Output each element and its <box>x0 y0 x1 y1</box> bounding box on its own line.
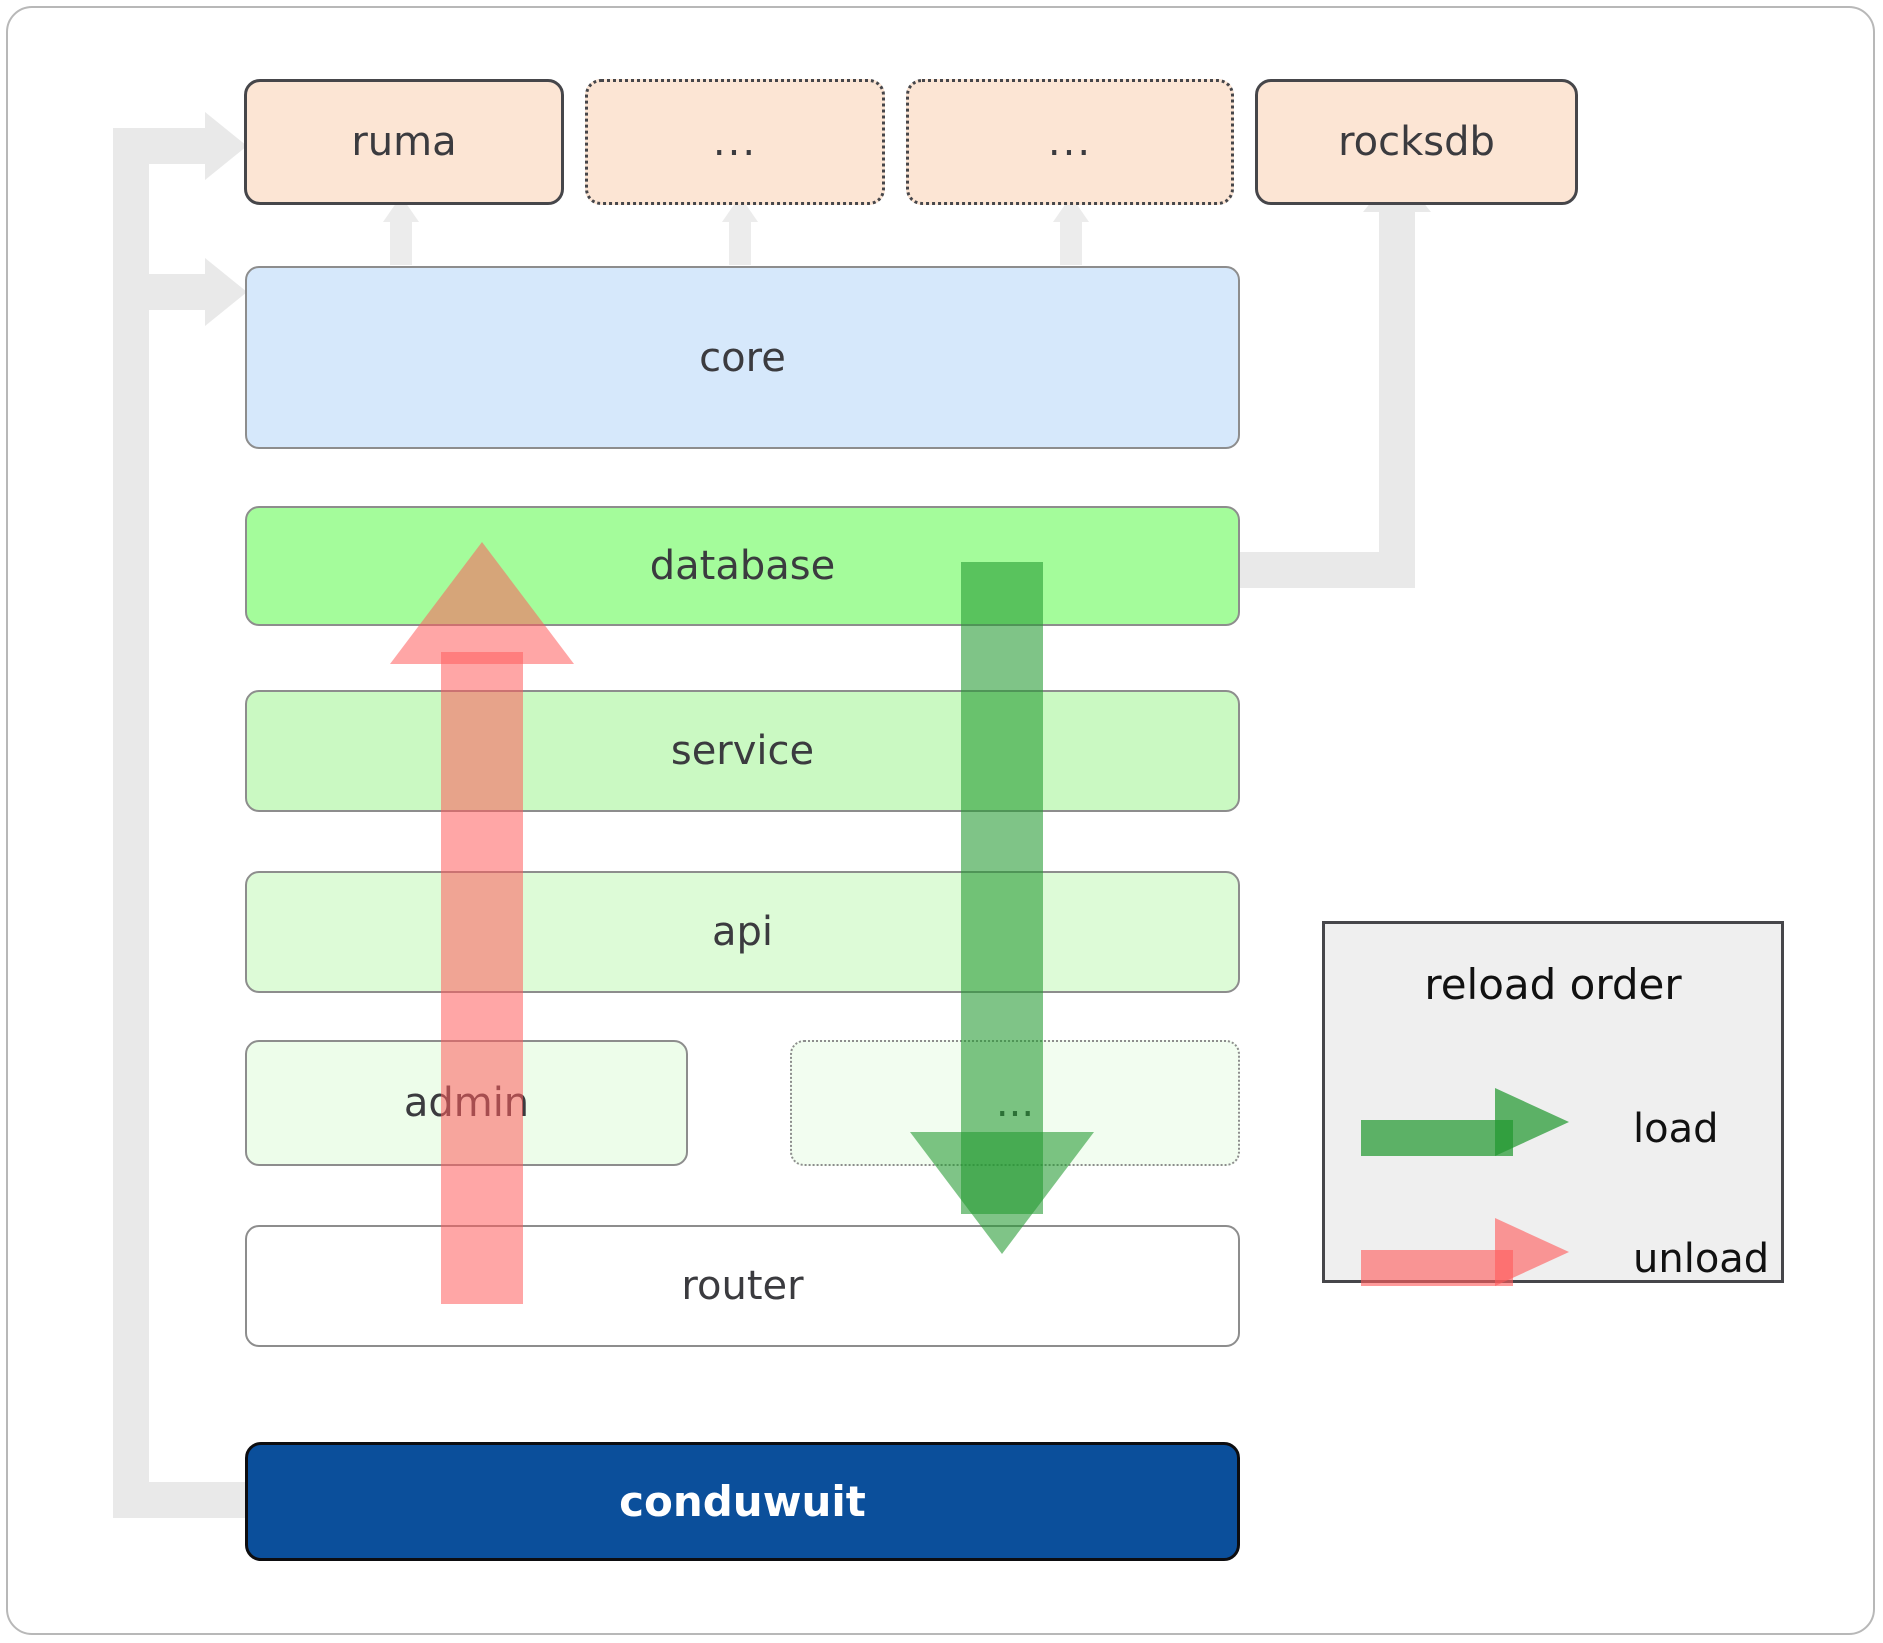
legend-unload-arrowhead <box>1495 1218 1569 1286</box>
connector-database-to-rocksdb-vertical <box>1379 205 1415 588</box>
connector-trunk-to-ruma <box>113 128 223 164</box>
layer-api[interactable]: api <box>245 871 1240 993</box>
legend-load-shaft <box>1361 1120 1513 1156</box>
connector-core-to-dots1-stem <box>729 215 751 265</box>
layer-service[interactable]: service <box>245 690 1240 812</box>
layer-service-label: service <box>670 728 815 774</box>
unload-arrow-shaft <box>441 652 523 1304</box>
layer-database-label: database <box>649 543 836 589</box>
crate-ruma-label: ruma <box>351 119 457 165</box>
unload-arrow <box>390 542 574 1304</box>
layer-router-label: router <box>681 1263 804 1309</box>
layer-api-label: api <box>711 909 773 955</box>
load-arrow <box>910 562 1094 1324</box>
crate-dots-2[interactable]: ... <box>906 79 1234 205</box>
legend-unload-shaft <box>1361 1250 1513 1286</box>
layer-core[interactable]: core <box>245 266 1240 449</box>
node-conduwuit[interactable]: conduwuit <box>245 1442 1240 1561</box>
connector-ruma-arrowhead <box>205 112 247 180</box>
load-arrow-head <box>910 1132 1094 1254</box>
connector-trunk-to-core <box>113 274 223 310</box>
connector-core-to-dots2-stem <box>1060 215 1082 265</box>
crate-dots-1[interactable]: ... <box>585 79 885 205</box>
load-arrow-shaft <box>961 562 1043 1214</box>
legend-load-label: load <box>1633 1106 1719 1152</box>
legend-load-arrowhead <box>1495 1088 1569 1156</box>
crate-rocksdb[interactable]: rocksdb <box>1255 79 1578 205</box>
crate-ruma[interactable]: ruma <box>244 79 564 205</box>
connector-core-arrowhead <box>205 258 247 326</box>
connector-trunk-vertical <box>113 128 149 1518</box>
layer-core-label: core <box>699 334 786 381</box>
node-conduwuit-label: conduwuit <box>619 1476 866 1526</box>
crate-dots-2-label: ... <box>1047 119 1093 165</box>
unload-arrow-head <box>390 542 574 664</box>
crate-rocksdb-label: rocksdb <box>1338 119 1495 165</box>
legend-title: reload order <box>1424 960 1682 1009</box>
legend-unload-label: unload <box>1633 1236 1770 1282</box>
crate-dots-1-label: ... <box>712 119 758 165</box>
connector-core-to-ruma-stem <box>390 215 412 265</box>
legend-panel: reload order load unload <box>1322 921 1784 1286</box>
